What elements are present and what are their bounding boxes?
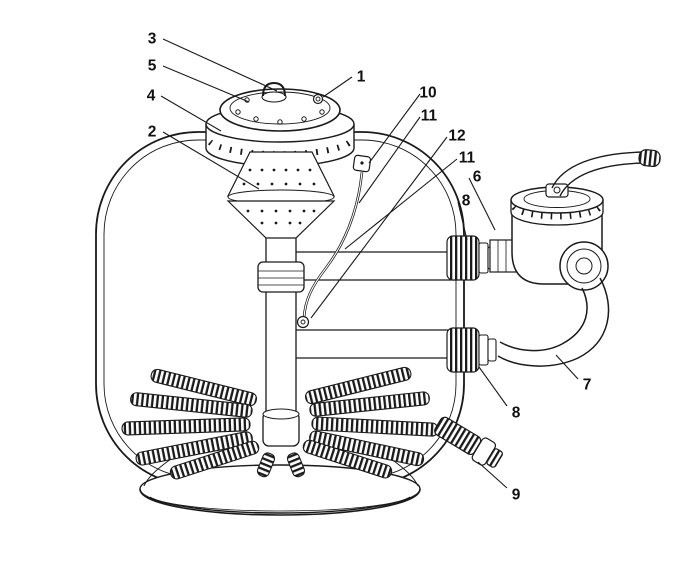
- multiport-valve: [489, 149, 661, 367]
- leader-lines: [160, 38, 579, 489]
- callout-6: 6: [473, 169, 482, 186]
- callout-9: 9: [512, 487, 521, 504]
- callout-8-upper: 8: [462, 193, 471, 210]
- upper-manifold-pipe: [296, 251, 457, 281]
- valve-handle: [545, 149, 661, 198]
- callout-2: 2: [148, 124, 157, 141]
- handle-grip: [638, 149, 661, 168]
- lower-manifold-pipe: [296, 329, 457, 359]
- lid-handle: [261, 81, 287, 103]
- callout-1: 1: [357, 69, 366, 86]
- bulkhead-coupling-lower: [446, 327, 497, 373]
- standpipe: [257, 238, 457, 416]
- callout-10: 10: [419, 85, 436, 102]
- callout-4: 4: [147, 88, 156, 105]
- tube-bottom-fitting: [296, 315, 310, 329]
- callout-11-upper: 11: [421, 108, 438, 125]
- bulkhead-coupling-upper: [446, 235, 497, 281]
- tank-lid: [219, 81, 341, 132]
- drain-fitting: [434, 416, 503, 468]
- valve-front-port: [559, 241, 609, 291]
- lateral-hub: [262, 408, 300, 447]
- callout-7: 7: [583, 377, 592, 394]
- lid-plug: [312, 93, 324, 105]
- air-relief-tube: [296, 154, 372, 329]
- callout-8-lower: 8: [512, 405, 521, 422]
- tube-top-fitting: [352, 154, 372, 173]
- callout-11-lower: 11: [459, 150, 476, 167]
- waste-elbow-pipe: [497, 277, 610, 367]
- callout-5: 5: [148, 58, 157, 75]
- callout-labels: 3 5 1 4 2 10 11 12 11 6 8 7 8 9: [147, 31, 592, 504]
- callout-3: 3: [148, 31, 157, 48]
- lateral-assembly: [121, 366, 439, 480]
- base-pedestal: [139, 458, 421, 516]
- callout-12: 12: [448, 128, 465, 145]
- diffuser: [226, 151, 336, 239]
- union-coupling: [257, 261, 305, 293]
